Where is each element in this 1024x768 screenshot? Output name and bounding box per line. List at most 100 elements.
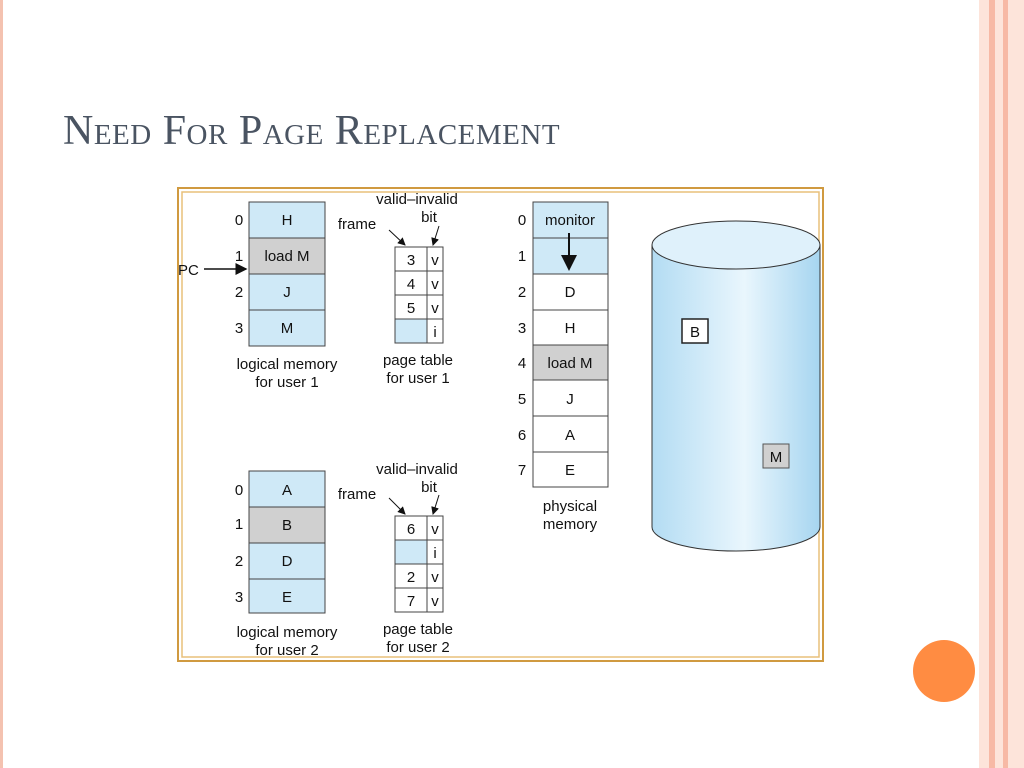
lm1-cell-box-1 — [248, 237, 326, 275]
lm2-cell-3: E — [282, 589, 292, 606]
pm-index-3: 3 — [518, 320, 526, 337]
pm-cell-box-4 — [532, 344, 609, 381]
pt2-frame-header: frame — [338, 486, 376, 503]
logical-memory-user2: 0 A 1 B 2 D 3 E logical memory for user … — [235, 470, 338, 659]
pm-cell-5: J — [566, 391, 574, 408]
pt1-caption-line2: for user 1 — [386, 370, 449, 387]
frame-outer-border — [177, 187, 824, 662]
pt2-bit-1: i — [433, 545, 436, 562]
pm-index-4: 4 — [518, 355, 526, 372]
edge-stripe-3 — [995, 0, 1003, 768]
pm-row-7: 7 E — [518, 451, 609, 488]
lm1-row-0: 0 H — [235, 201, 326, 239]
edge-stripe-4 — [1003, 0, 1008, 768]
pt1-frame-2: 5 — [407, 300, 415, 317]
lm2-cell-2: D — [282, 553, 293, 570]
pt1-bit-2: v — [431, 300, 439, 317]
pm-cell-7: E — [565, 462, 575, 479]
pm-row-5: 5 J — [518, 379, 609, 417]
lm1-cell-0: H — [282, 212, 293, 229]
pt2-bit-0: v — [431, 521, 439, 538]
edge-stripe-1 — [979, 0, 989, 768]
pm-index-2: 2 — [518, 284, 526, 301]
lm2-index-1: 1 — [235, 516, 243, 533]
pm-cell-box-6 — [532, 415, 609, 453]
page-table-user2: valid–invalid bit frame 6 v i 2 v 7 v pa… — [338, 461, 458, 656]
pt2-bit-header-line2: bit — [421, 479, 438, 496]
pm-cell-box-7 — [532, 451, 609, 488]
page-table-user1: valid–invalid bit frame 3 v 4 v 5 v i pa… — [338, 191, 458, 387]
pm-cell-box-1 — [532, 237, 609, 275]
pt2-bit-header-line1: valid–invalid — [376, 461, 458, 478]
lm2-cell-1: B — [282, 517, 292, 534]
pm-index-7: 7 — [518, 462, 526, 479]
disk-backing-store: B M — [651, 220, 821, 552]
pt1-bit-header-line1: valid–invalid — [376, 191, 458, 208]
pm-index-5: 5 — [518, 391, 526, 408]
figure-frame: 0 H 1 load M 2 J 3 M logical memory for … — [177, 187, 824, 662]
pt1-frame-box-2 — [394, 294, 428, 320]
pt1-bit-0: v — [431, 252, 439, 269]
edge-stripe-5 — [1008, 0, 1024, 768]
edge-stripe-2 — [989, 0, 995, 768]
pc-label: PC — [178, 262, 199, 279]
pt1-bit-box-3 — [426, 318, 444, 344]
pt2-caption-line2: for user 2 — [386, 639, 449, 656]
pm-cell-box-0 — [532, 201, 609, 239]
slide-title: Need For Page Replacement — [63, 108, 561, 154]
lm1-index-0: 0 — [235, 212, 243, 229]
pm-index-0: 0 — [518, 212, 526, 229]
pm-cell-4: load M — [547, 355, 592, 372]
pm-row-1: 1 — [518, 237, 609, 275]
lm1-index-2: 2 — [235, 284, 243, 301]
pt1-frame-arrow — [388, 229, 406, 246]
pt1-frame-header: frame — [338, 216, 376, 233]
pt1-frame-0: 3 — [407, 252, 415, 269]
pm-index-6: 6 — [518, 427, 526, 444]
lm2-caption-line2: for user 2 — [255, 642, 318, 659]
physical-memory: 0 monitor 1 2 D 3 H 4 — [518, 201, 609, 533]
pm-row-6: 6 A — [518, 415, 609, 453]
slide-left-border — [0, 0, 3, 768]
lm2-index-0: 0 — [235, 482, 243, 499]
lm1-cell-1: load M — [264, 248, 309, 265]
lm2-row-0: 0 A — [235, 470, 326, 508]
lm1-row-3: 3 M — [235, 309, 326, 347]
pm-row-4: 4 load M — [518, 344, 609, 381]
pt2-caption-line1: page table — [383, 621, 453, 638]
pt1-frame-1: 4 — [407, 276, 415, 293]
pt1-bit-3: i — [433, 324, 436, 341]
lm2-index-3: 3 — [235, 589, 243, 606]
pm-cell-2: D — [565, 284, 576, 301]
pm-row-2: 2 D — [518, 273, 609, 311]
pt2-bit-box-3 — [426, 587, 444, 613]
lm2-cell-box-0 — [248, 470, 326, 508]
lm2-row-2: 2 D — [235, 542, 326, 580]
lm1-cell-box-0 — [248, 201, 326, 239]
lm1-cell-2: J — [283, 284, 291, 301]
pm-cell-3: H — [565, 320, 576, 337]
pt1-frame-box-0 — [394, 246, 428, 272]
pt2-frame-box-1 — [394, 539, 428, 565]
pt1-caption-line1: page table — [383, 352, 453, 369]
pt2-frame-arrow — [388, 497, 406, 515]
lm1-caption-line2: for user 1 — [255, 374, 318, 391]
pm-caption-line1: physical — [543, 498, 597, 515]
disk-block-m-box — [762, 443, 790, 469]
lm2-row-1: 1 B — [235, 506, 326, 544]
disk-body — [651, 244, 821, 552]
pt1-bit-header-line2: bit — [421, 209, 438, 226]
pm-cell-box-2 — [532, 273, 609, 311]
pt2-frame-0: 6 — [407, 521, 415, 538]
lm1-cell-box-3 — [248, 309, 326, 347]
pm-row-3: 3 H — [518, 309, 609, 346]
lm2-index-2: 2 — [235, 553, 243, 570]
pt1-bit-1: v — [431, 276, 439, 293]
accent-circle — [913, 640, 975, 702]
pt2-frame-2: 2 — [407, 569, 415, 586]
lm2-cell-box-1 — [248, 506, 326, 544]
lm2-row-3: 3 E — [235, 578, 326, 614]
pm-cell-0: monitor — [545, 212, 595, 229]
lm1-row-2: 2 J — [235, 273, 326, 311]
disk-block-b: B — [690, 324, 700, 341]
